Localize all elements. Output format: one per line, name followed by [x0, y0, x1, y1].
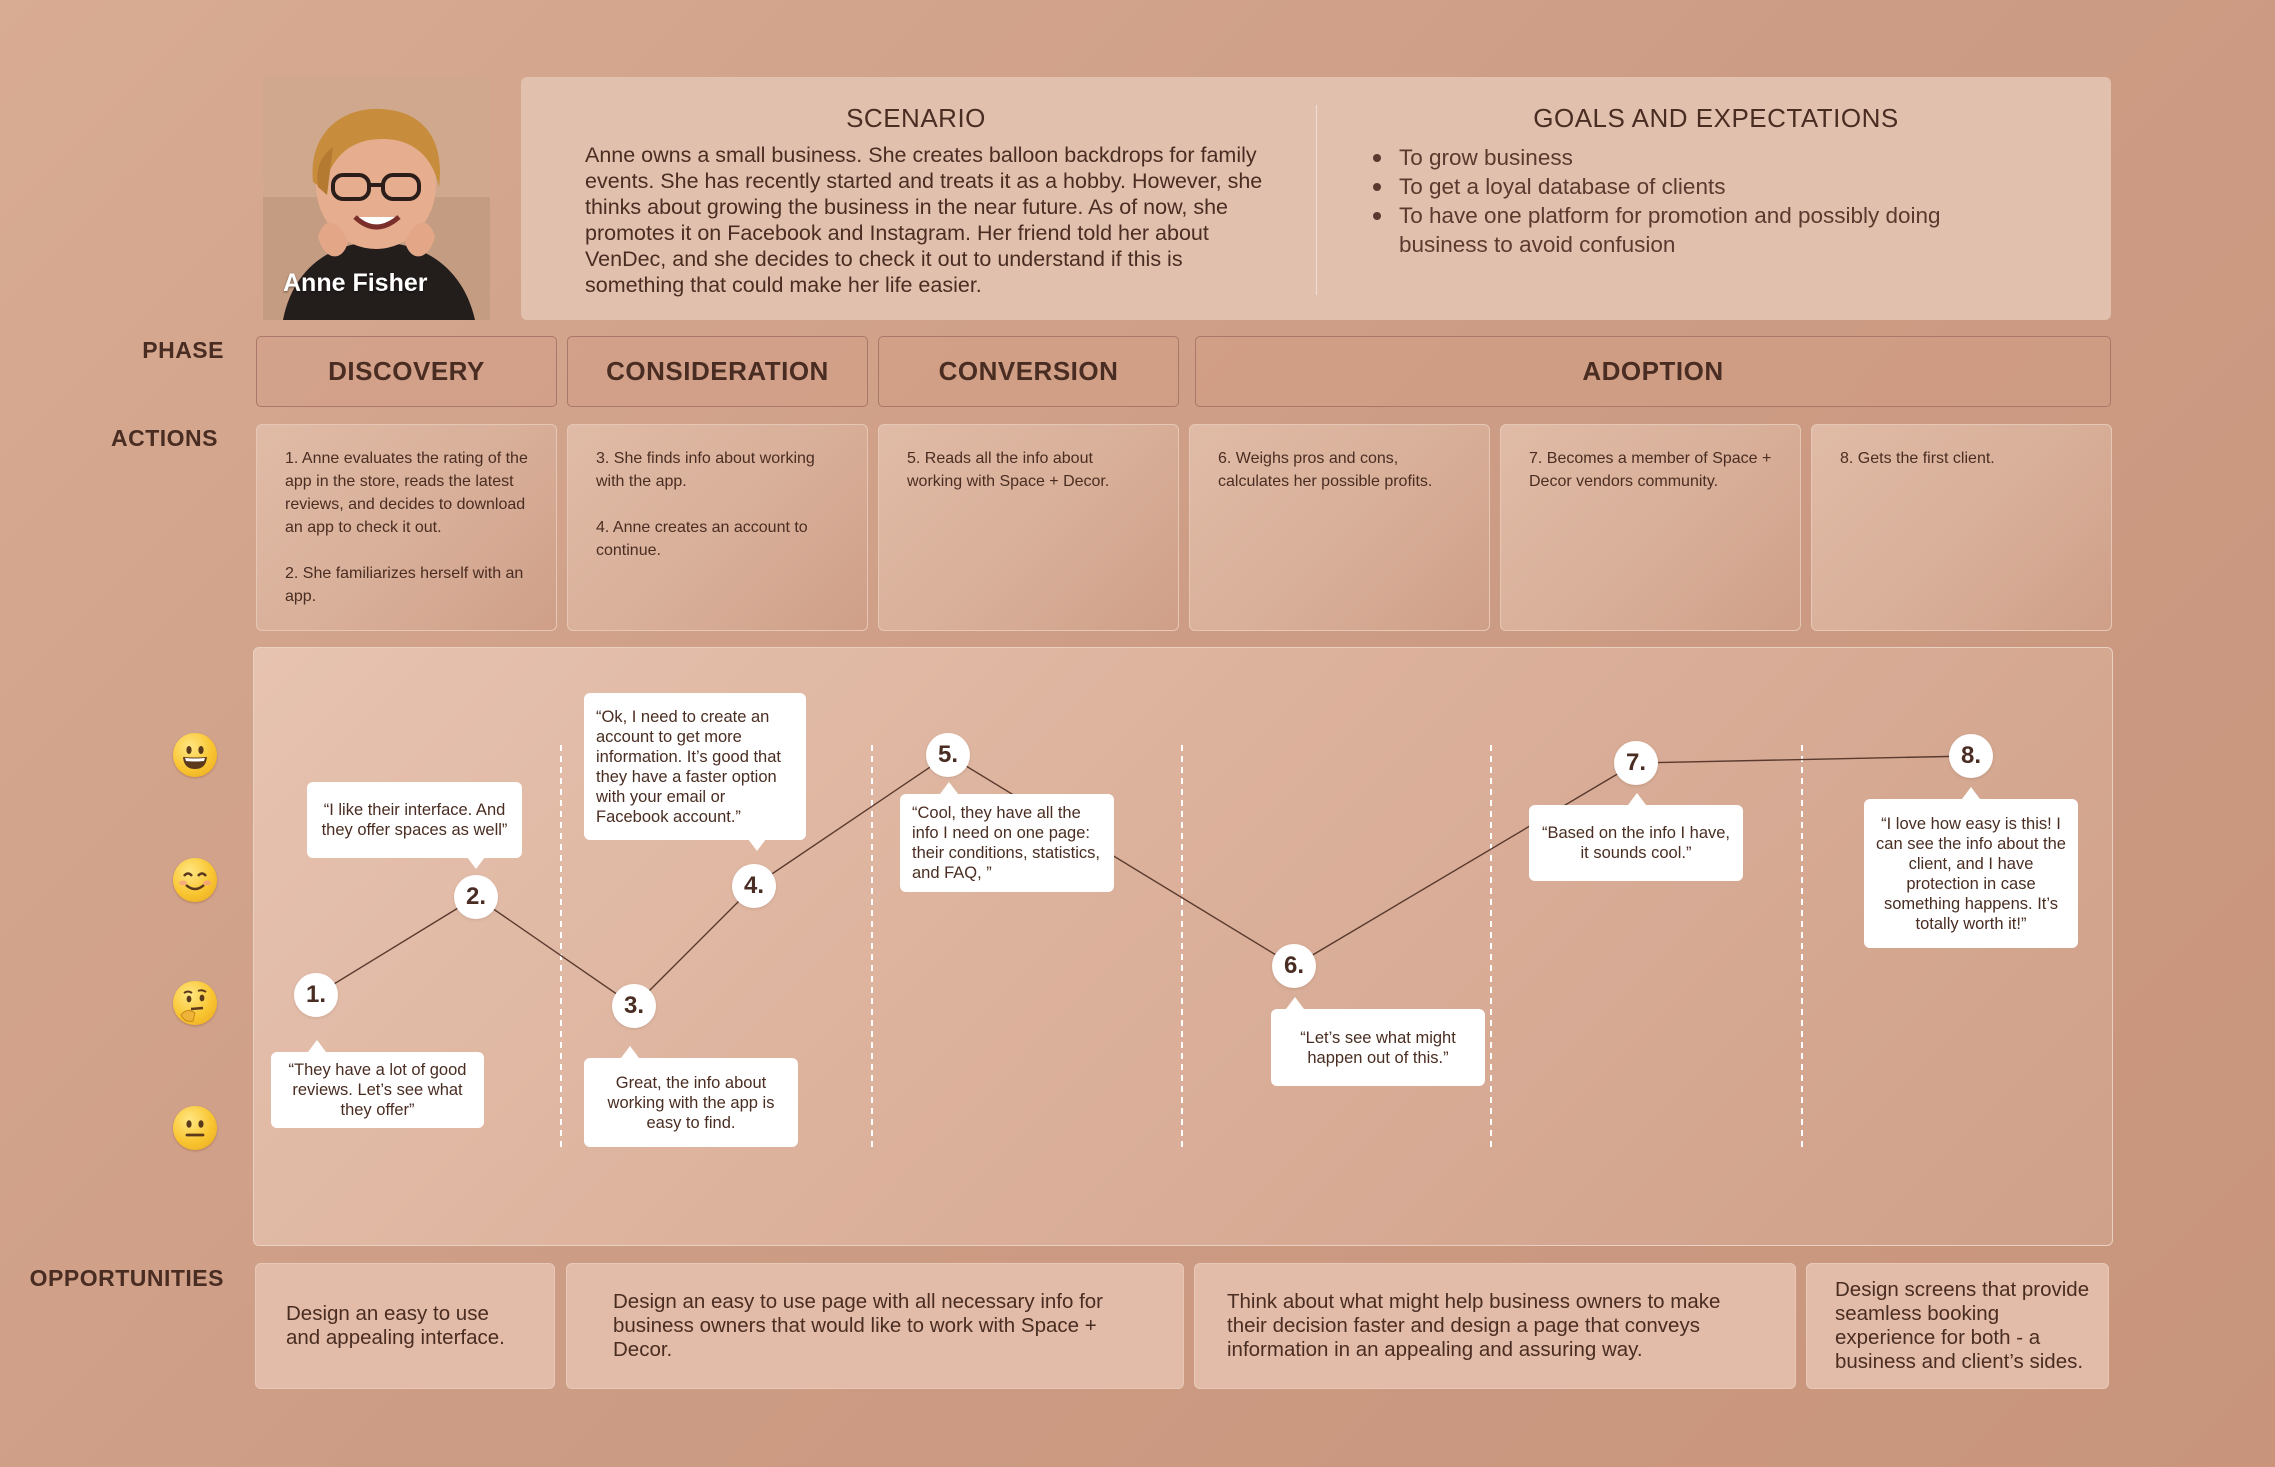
step-marker-1: 1.	[294, 973, 338, 1017]
bubble-tail	[748, 839, 766, 851]
bubble-tail	[621, 1046, 639, 1058]
bubble-tail	[1286, 997, 1304, 1009]
quote-bubble-8: “I love how easy is this! I can see the …	[1864, 799, 2078, 948]
opportunity-card: Design screens that provide seamless boo…	[1806, 1263, 2109, 1389]
step-marker-3: 3.	[612, 984, 656, 1028]
opportunity-card: Design an easy to use page with all nece…	[566, 1263, 1184, 1389]
step-marker-8: 8.	[1949, 734, 1993, 778]
bubble-tail	[1962, 787, 1980, 799]
quote-bubble-3: Great, the info about working with the a…	[584, 1058, 798, 1147]
quote-bubble-1: “They have a lot of good reviews. Let’s …	[271, 1052, 484, 1128]
step-marker-5: 5.	[926, 733, 970, 777]
step-marker-4: 4.	[732, 864, 776, 908]
quote-bubble-4: “Ok, I need to create an account to get …	[584, 693, 806, 840]
opportunity-card: Design an easy to use and appealing inte…	[255, 1263, 555, 1389]
quote-bubble-7: “Based on the info I have, it sounds coo…	[1529, 805, 1743, 881]
quote-bubble-6: “Let’s see what might happen out of this…	[1271, 1009, 1485, 1086]
step-marker-6: 6.	[1272, 944, 1316, 988]
bubble-tail	[1628, 793, 1646, 805]
step-marker-7: 7.	[1614, 741, 1658, 785]
step-marker-2: 2.	[454, 875, 498, 919]
bubble-tail	[308, 1040, 326, 1052]
quote-bubble-2: “I like their interface. And they offer …	[307, 782, 522, 858]
opportunity-card: Think about what might help business own…	[1194, 1263, 1796, 1389]
quote-bubble-5: “Cool, they have all the info I need on …	[900, 794, 1114, 892]
bubble-tail	[940, 782, 958, 794]
bubble-tail	[467, 857, 485, 869]
